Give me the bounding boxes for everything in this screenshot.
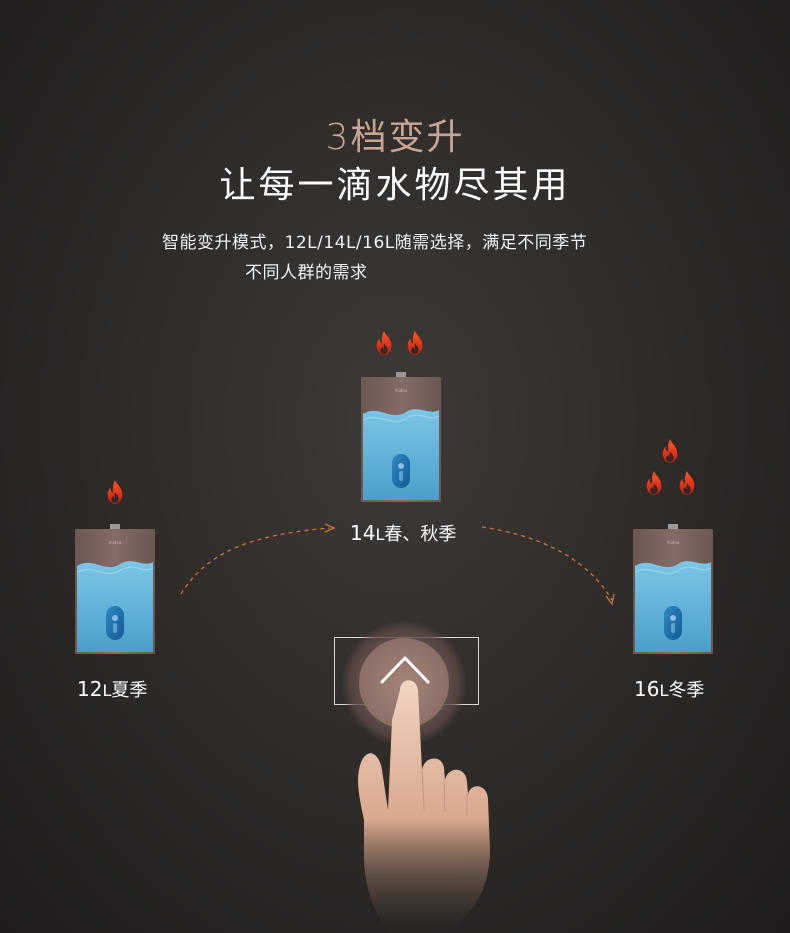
arrow-12-to-14	[180, 527, 331, 595]
mode-season: 春、秋季	[384, 524, 457, 545]
mode-volume: 12	[77, 677, 103, 701]
arrowhead-14-to-16	[605, 593, 615, 606]
mode-unit: L	[375, 525, 385, 544]
mode-volume: 14	[350, 521, 376, 545]
mode-unit: L	[102, 681, 112, 700]
mode-label-12l: 12L夏季	[77, 676, 147, 702]
mode-volume: 16	[634, 677, 660, 701]
description-line-1: 智能变升模式，12L/14L/16L随需选择，满足不同季节	[162, 233, 588, 253]
mode-label-16l: 16L冬季	[634, 676, 704, 702]
arrow-14-to-16	[481, 526, 613, 601]
arrowhead-12-to-14	[324, 523, 336, 533]
mode-label-14l: 14L春、秋季	[350, 520, 456, 546]
hand-pointer-icon	[358, 680, 490, 933]
mode-season: 夏季	[111, 680, 148, 701]
mode-unit: L	[659, 681, 669, 700]
mode-season: 冬季	[668, 680, 705, 701]
headline: 3档变升	[325, 117, 465, 158]
subheadline: 让每一滴水物尽其用	[219, 165, 571, 206]
chevron-up-icon[interactable]	[378, 652, 432, 686]
description-line-2: 不同人群的需求	[245, 263, 368, 283]
